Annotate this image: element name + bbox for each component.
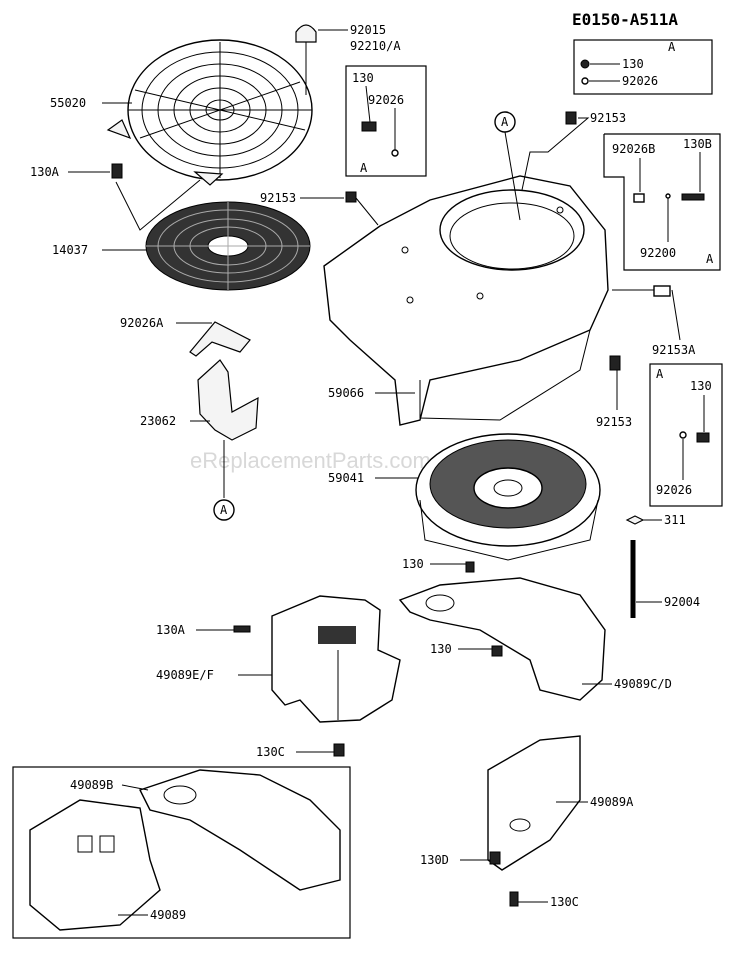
inset-right-upper: 92026B 130B 92200 A [603,133,721,271]
baffle-49089 [29,799,161,931]
callout-49089b: 49089B [70,778,113,792]
inset-right-upper-item1: 92026B [612,142,655,156]
bolt-icon [609,355,621,371]
callout-92153-mid: 92153 [260,191,296,205]
inset-right-upper-item3: 92200 [640,246,676,260]
inset-topright-item1: 130 [622,57,644,71]
callout-23062: 23062 [140,414,176,428]
callout-49089: 49089 [150,908,186,922]
nut-icon [625,515,645,525]
callout-49089ef: 49089E/F [156,668,214,682]
callout-59066: 59066 [328,386,364,400]
callout-92026a: 92026A [120,316,164,330]
callout-130c-a: 130C [256,745,285,759]
inset-topright: A 130 92026 [573,39,713,95]
inset-left-ref: A [360,161,368,175]
washer-icon [581,77,589,85]
bolt-icon [509,891,519,907]
clip-icon [633,193,645,203]
bolt-icon [333,743,345,757]
callout-130-a: 130 [402,557,424,571]
ref-marker-bracket-label: A [220,503,228,517]
bolt-icon [580,59,590,69]
diagram-code: E0150-A511A [572,10,678,29]
ref-marker-bracket [213,499,235,521]
inset-right-lower-item2: 92026 [656,483,692,497]
bolt-icon [491,645,503,657]
bolt-icon [345,191,357,203]
inset-left-item2: 92026 [368,93,404,107]
washer-icon [679,431,687,439]
inset-left-item1: 130 [352,71,374,85]
baffle-cd [398,577,606,701]
baffle-b [139,769,341,891]
bolt-icon [653,285,671,297]
watermark: eReplacementParts.com [190,448,431,473]
inset-right-lower-item1: 130 [690,379,712,393]
fan-screen [106,39,313,186]
inset-bottom-left [12,766,351,939]
bracket-plate [189,321,251,357]
inset-left: 130 92026 A [345,65,427,177]
callout-14037: 14037 [52,243,88,257]
callout-92153-top: 92153 [590,111,626,125]
bolt-icon [696,432,710,443]
bolt-icon [233,625,251,633]
bolt-icon [361,121,377,132]
inset-right-upper-item2: 130B [683,137,712,151]
ref-marker-shroud-label: A [501,115,509,129]
inset-right-upper-ref: A [706,252,714,266]
screw-icon [681,193,705,201]
callout-92004: 92004 [664,595,700,609]
cap-icon [295,24,317,43]
bolt-icon [111,163,123,179]
baffle-a [487,735,581,871]
callout-55020: 55020 [50,96,86,110]
inset-right-lower: A 130 92026 [649,363,723,507]
flywheel [415,433,601,561]
washer-icon [391,149,399,157]
callout-92210a: 92210/A [350,39,401,53]
grille [145,201,311,291]
bolt-icon [465,561,475,573]
bracket [197,359,259,441]
bolt-icon [489,851,501,865]
inset-right-lower-ref: A [656,367,664,381]
callout-311: 311 [664,513,686,527]
callout-130a-top: 130A [30,165,60,179]
bolt-icon [565,111,577,125]
inset-topright-ref: A [668,40,676,54]
baffle-ef [271,595,401,723]
callout-130c-b: 130C [550,895,579,909]
callout-130a-mid: 130A [156,623,186,637]
callout-92153-right: 92153 [596,415,632,429]
callout-130-b: 130 [430,642,452,656]
callout-49089cd: 49089C/D [614,677,672,691]
inset-topright-item2: 92026 [622,74,658,88]
callout-92153a: 92153A [652,343,696,357]
blower-shroud [323,175,609,426]
callout-49089a: 49089A [590,795,634,809]
callout-59041: 59041 [328,471,364,485]
callout-130d: 130D [420,853,449,867]
callout-92015: 92015 [350,23,386,37]
